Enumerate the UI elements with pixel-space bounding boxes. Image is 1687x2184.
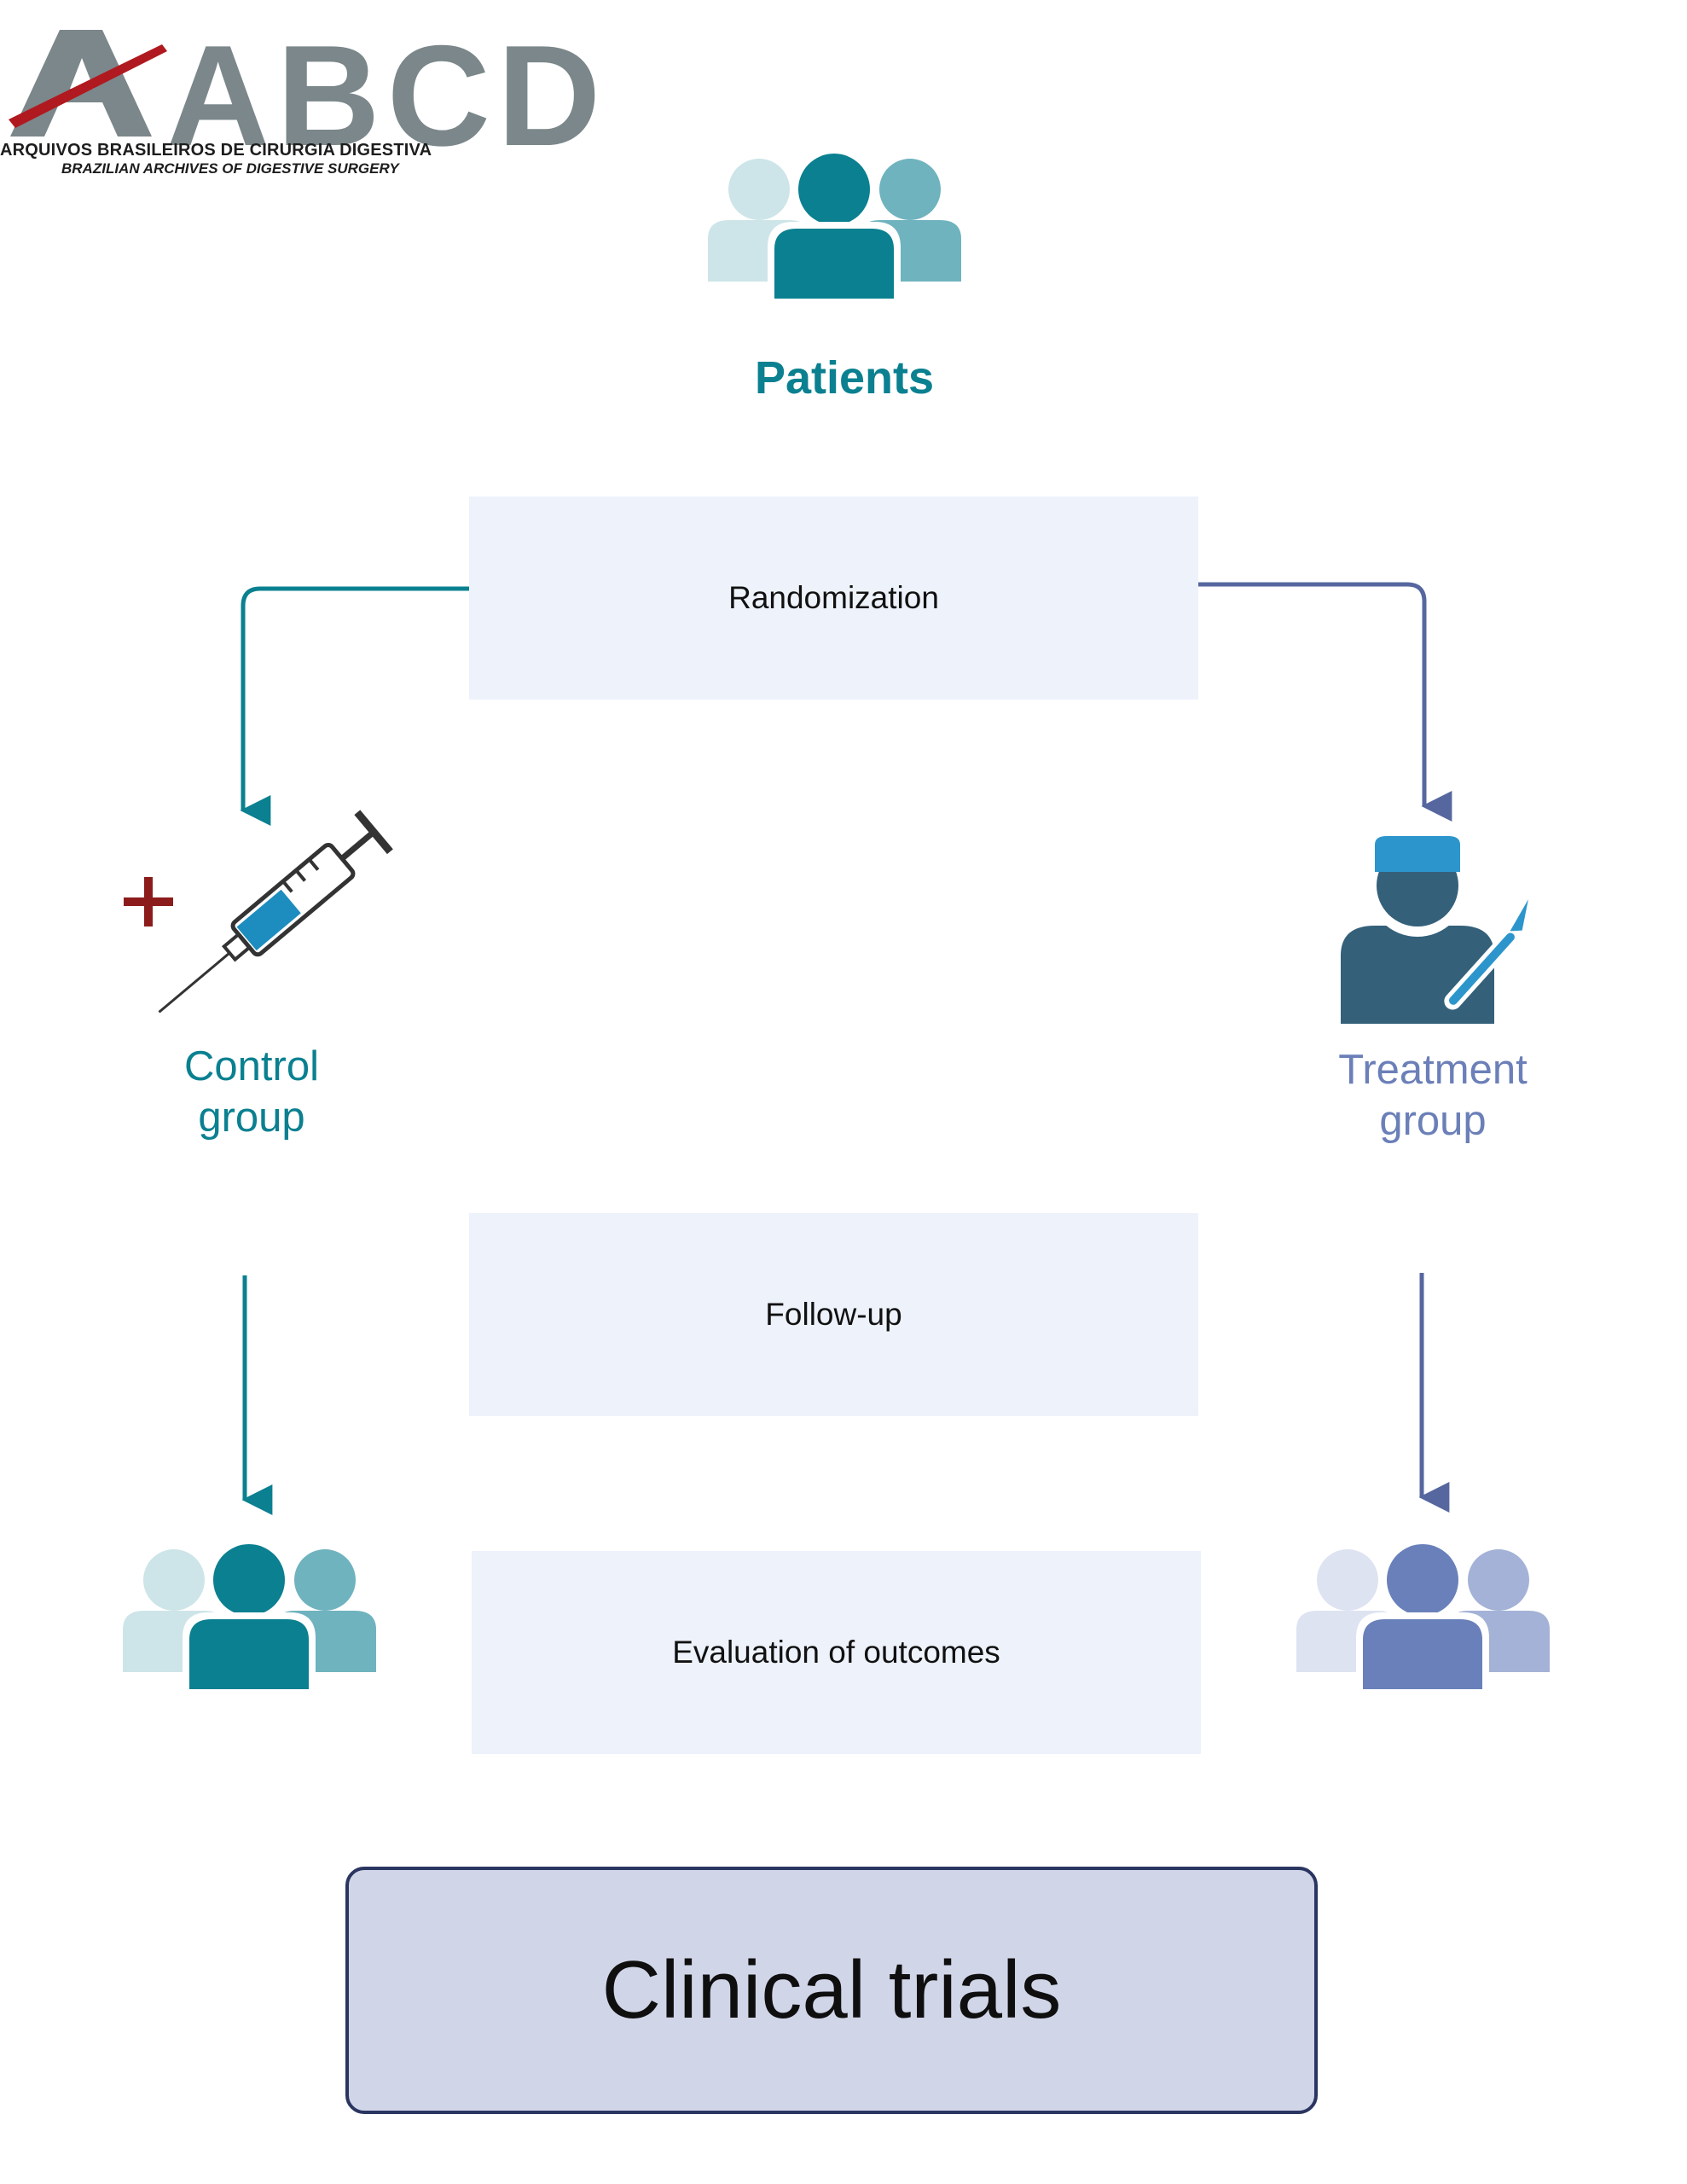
syringe-icon (158, 810, 393, 1014)
logo-red-stroke (9, 44, 167, 128)
evaluation-label: Evaluation of outcomes (672, 1635, 1000, 1670)
arrow-to-control (240, 586, 469, 826)
patients-label: Patients (754, 352, 935, 404)
control-label-line2: group (198, 1095, 305, 1141)
clinical-trials-label: Clinical trials (601, 1944, 1062, 2036)
control-group-label: Control group (111, 1041, 392, 1143)
surgeon-scalpel-icon (1341, 836, 1528, 1024)
plus-icon (124, 877, 173, 926)
logo-subtitle-english: BRAZILIAN ARCHIVES OF DIGESTIVE SURGERY (61, 160, 399, 177)
logo-letters: ABCD (166, 15, 608, 176)
treatment-group-label: Treatment group (1279, 1044, 1586, 1147)
evaluation-box: Evaluation of outcomes (472, 1551, 1201, 1754)
randomization-label: Randomization (728, 580, 939, 615)
treatment-label-line2: group (1379, 1098, 1487, 1144)
control-label-line1: Control (184, 1043, 319, 1089)
people-group-icon (123, 1539, 376, 1689)
people-group-icon (708, 148, 961, 299)
follow-up-label: Follow-up (765, 1297, 902, 1332)
logo-mark (9, 30, 167, 136)
arrow-to-treatment (1198, 582, 1452, 822)
randomization-box: Randomization (469, 497, 1198, 700)
follow-up-box: Follow-up (469, 1213, 1198, 1416)
logo-subtitle: ARQUIVOS BRASILEIROS DE CIRURGIA DIGESTI… (0, 141, 432, 160)
people-group-icon (1296, 1539, 1550, 1689)
treatment-label-line1: Treatment (1338, 1047, 1528, 1093)
clinical-trials-box: Clinical trials (345, 1867, 1318, 2114)
